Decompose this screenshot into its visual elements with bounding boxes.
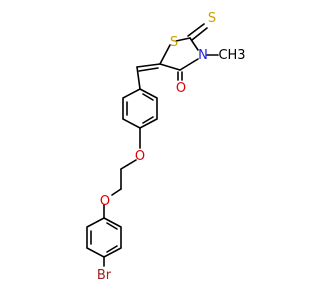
atom-labels: S S N CH3 O O O Br — [97, 11, 246, 283]
benzene-lower-inner-1 — [106, 222, 118, 230]
bond-s1-c2 — [175, 37, 191, 42]
bond-n3-c4 — [179, 58, 199, 71]
benzene-upper — [122, 88, 158, 129]
structure-diagram: S S N CH3 O O O Br — [86, 11, 246, 283]
bond-c2-n3 — [189, 37, 199, 51]
benzene-upper-inner-1 — [142, 93, 154, 101]
bond-ch2-o2 — [111, 188, 122, 196]
bond-c5-ch-double-b — [138, 67, 159, 72]
bond-c5-ch-double-a — [136, 63, 161, 68]
atom-oxygen-carbonyl: O — [176, 81, 186, 96]
benzene-lower — [86, 217, 122, 258]
atom-bromine: Br — [97, 268, 112, 283]
benzene-lower-inner-2 — [106, 245, 118, 253]
bond-c2-s-double-a — [187, 23, 205, 37]
atom-s-ring: S — [170, 35, 178, 50]
bond-ch-benzene — [136, 66, 141, 90]
atom-oxygen-ether-1: O — [135, 149, 145, 164]
atom-s-thione: S — [208, 11, 216, 26]
atom-oxygen-ether-2: O — [100, 194, 110, 209]
bond-c2-s-double-b — [191, 27, 208, 41]
molecule-canvas: S S N CH3 O O O Br — [86, 11, 246, 283]
bond-c4-c5 — [159, 63, 181, 71]
atom-nitrogen: N — [198, 48, 208, 63]
bond-o1-ch2 — [120, 159, 137, 170]
bonds — [86, 23, 219, 267]
bond-c5-s1 — [159, 44, 171, 65]
benzene-upper-inner-2 — [142, 116, 154, 124]
atom-methyl: CH3 — [218, 48, 245, 63]
